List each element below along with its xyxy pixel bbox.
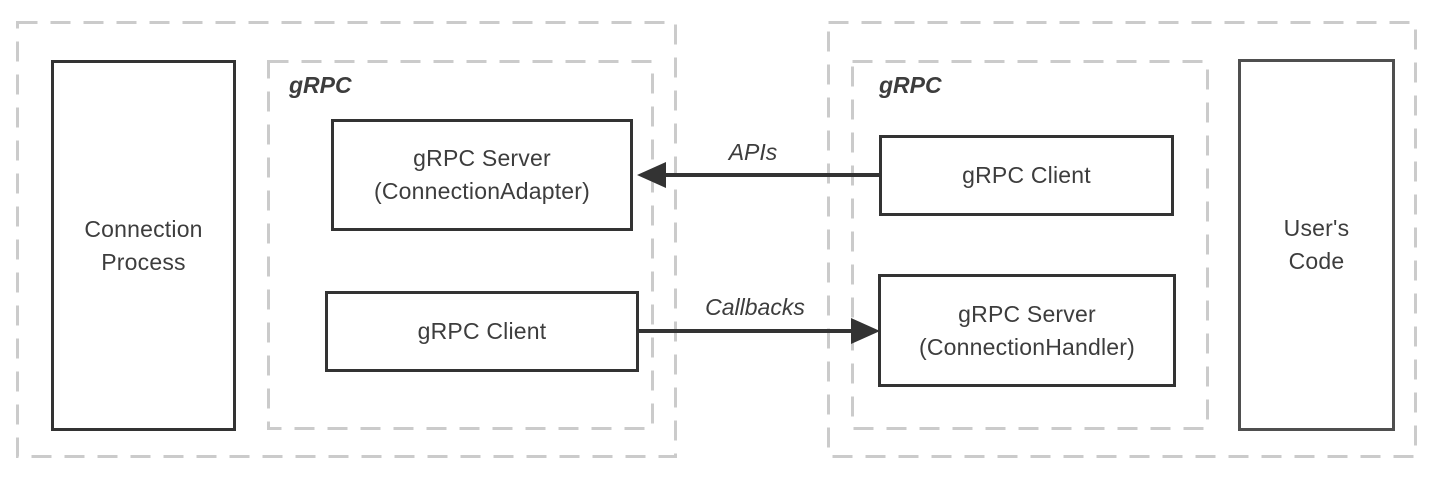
apis-arrow	[637, 162, 879, 188]
grpc-client-left-box: gRPC Client	[325, 291, 639, 372]
grpc-server-handler-label-line2: (ConnectionHandler)	[918, 333, 1136, 360]
callbacks-arrow	[639, 318, 880, 344]
right-process-dashed-border	[827, 21, 1417, 458]
grpc-server-handler-label-line1: gRPC Server	[958, 300, 1096, 327]
connection-process-box: Connection Process	[51, 60, 236, 431]
callbacks-arrowhead-right-icon	[851, 318, 880, 344]
right-grpc-dashed-border	[851, 60, 1209, 430]
grpc-server-adapter-label-line1: gRPC Server	[413, 145, 551, 171]
grpc-server-connection-adapter-box: gRPC Server (ConnectionAdapter)	[331, 119, 633, 231]
left-process-dashed-border	[16, 21, 677, 458]
grpc-client-left-label: gRPC Client	[417, 318, 547, 344]
grpc-server-connection-handler-box: gRPC Server (ConnectionHandler)	[878, 274, 1176, 387]
apis-arrowhead-left-icon	[637, 162, 666, 188]
grpc-server-adapter-label-line2: (ConnectionAdapter)	[373, 178, 591, 204]
users-code-label-line2: Code	[1288, 248, 1345, 274]
left-grpc-dashed-border	[267, 60, 654, 430]
grpc-client-right-label: gRPC Client	[962, 162, 1091, 188]
users-code-box: User's Code	[1238, 59, 1395, 431]
callbacks-arrow-label: Callbacks	[705, 294, 805, 320]
right-grpc-group-label: gRPC	[879, 72, 942, 98]
connection-process-label-line1: Connection	[84, 215, 203, 242]
left-grpc-group-label: gRPC	[289, 72, 352, 98]
connection-process-label-line2: Process	[101, 248, 186, 275]
grpc-client-right-box: gRPC Client	[879, 135, 1174, 216]
apis-arrow-label: APIs	[728, 139, 778, 165]
users-code-label-line1: User's	[1283, 215, 1350, 241]
